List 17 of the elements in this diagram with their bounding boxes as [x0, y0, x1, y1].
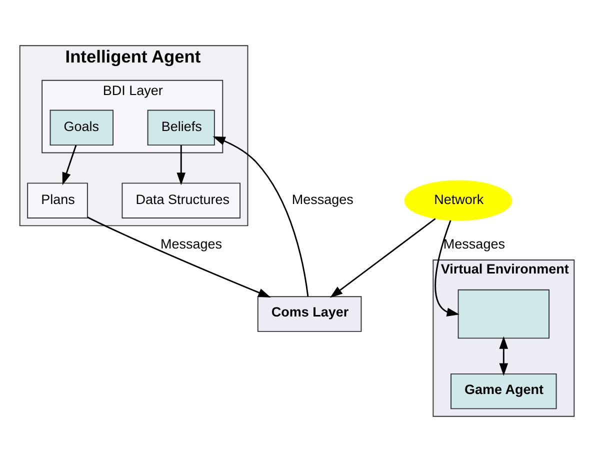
edge-label: Messages: [292, 192, 354, 208]
node-box: [458, 289, 550, 339]
arrow: [434, 220, 460, 316]
arrow: [330, 218, 436, 298]
arrow: [176, 145, 186, 186]
arrow: [87, 216, 271, 298]
node-box: Game Agent: [450, 373, 557, 410]
arrow: [212, 136, 309, 297]
node-box: Goals: [50, 110, 114, 146]
node-box: Beliefs: [147, 110, 215, 146]
node-box: Data Structures: [122, 182, 240, 218]
arrow: [499, 336, 508, 376]
node-ellipse: Network: [404, 180, 512, 221]
node-box: Plans: [27, 182, 88, 218]
edge-label: Messages: [443, 236, 505, 252]
node-box: Coms Layer: [257, 296, 362, 332]
edge-label: Messages: [160, 236, 222, 252]
